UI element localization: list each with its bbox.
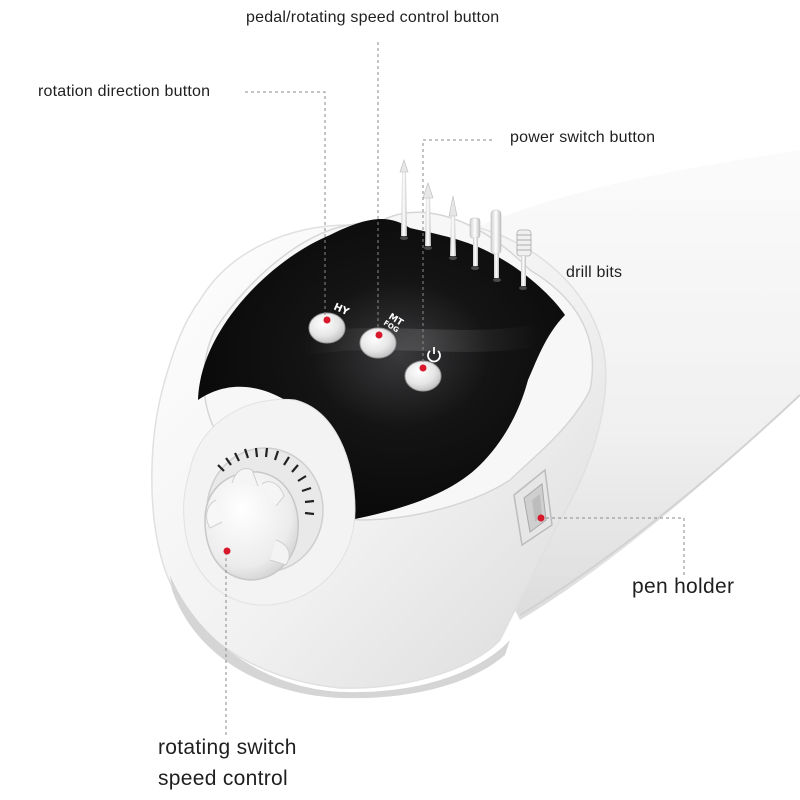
marker-rotating-switch — [223, 547, 231, 555]
control-panel — [198, 218, 565, 520]
leader-rotation-direction — [245, 91, 326, 316]
label-pen-holder: pen holder — [632, 575, 735, 598]
speed-mode-button[interactable] — [359, 327, 397, 359]
label-pedal-speed-button: pedal/rotating speed control button — [246, 9, 500, 26]
marker-pen-holder — [537, 514, 545, 522]
label-speed-control: speed control — [158, 767, 288, 790]
label-rotation-direction-button: rotation direction button — [38, 83, 211, 100]
leader-power — [422, 139, 492, 365]
rotation-direction-button[interactable] — [308, 312, 346, 344]
drill-bit — [399, 159, 409, 236]
power-icon — [427, 347, 441, 363]
marker-pedal-speed — [375, 331, 383, 339]
label-power-switch-button: power switch button — [510, 129, 656, 146]
drill-bit — [448, 195, 458, 256]
leader-pen-holder — [540, 517, 685, 578]
marker-rotation-direction — [323, 316, 331, 324]
markers — [223, 316, 545, 555]
label-rotating-switch: rotating switch — [158, 736, 297, 759]
marker-power — [419, 364, 427, 372]
drill-bits — [399, 159, 532, 290]
drill-bit — [422, 182, 434, 246]
leader-lines — [225, 42, 685, 738]
drill-bit — [516, 229, 532, 286]
drill-bit — [490, 209, 502, 278]
label-drill-bits: drill bits — [566, 264, 623, 281]
rotating-speed-knob[interactable] — [204, 468, 299, 581]
drill-bit — [469, 217, 481, 266]
